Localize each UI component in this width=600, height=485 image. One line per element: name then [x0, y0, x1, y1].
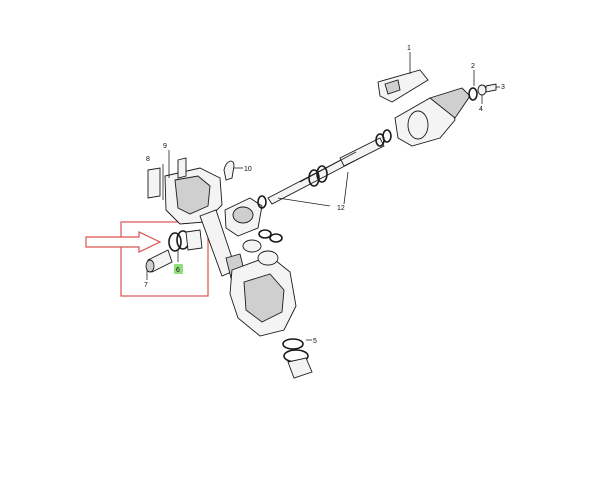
leader-12-a [277, 197, 331, 207]
transfer-case-housing [147, 150, 223, 225]
leader-12-b [343, 171, 349, 205]
callout-10: 10 [244, 166, 252, 173]
callout-4: 4 [479, 106, 483, 113]
callout-1: 1 [407, 45, 411, 52]
callout-6-highlight [174, 264, 183, 274]
callout-7: 7 [144, 282, 148, 289]
callout-3: 3 [501, 84, 505, 91]
hose-part-10 [223, 160, 243, 181]
callout-5: 5 [313, 338, 317, 345]
callout-6: 6 [176, 267, 180, 274]
shaft-part-7 [145, 249, 173, 280]
callout-2: 2 [471, 63, 475, 70]
bracket-part-1 [377, 52, 429, 103]
lower-housing [229, 250, 297, 337]
center-gear-cluster [224, 165, 328, 253]
callout-8: 8 [146, 156, 150, 163]
upper-yoke-assembly [375, 87, 471, 147]
seal-part-6 [168, 229, 203, 262]
pointer-arrow [85, 231, 162, 253]
selection-frame [120, 221, 209, 297]
callout-12: 12 [337, 205, 345, 212]
seal-part-5 [282, 338, 313, 379]
hardware-parts-2-3-4 [468, 70, 500, 104]
callout-9: 9 [163, 143, 167, 150]
